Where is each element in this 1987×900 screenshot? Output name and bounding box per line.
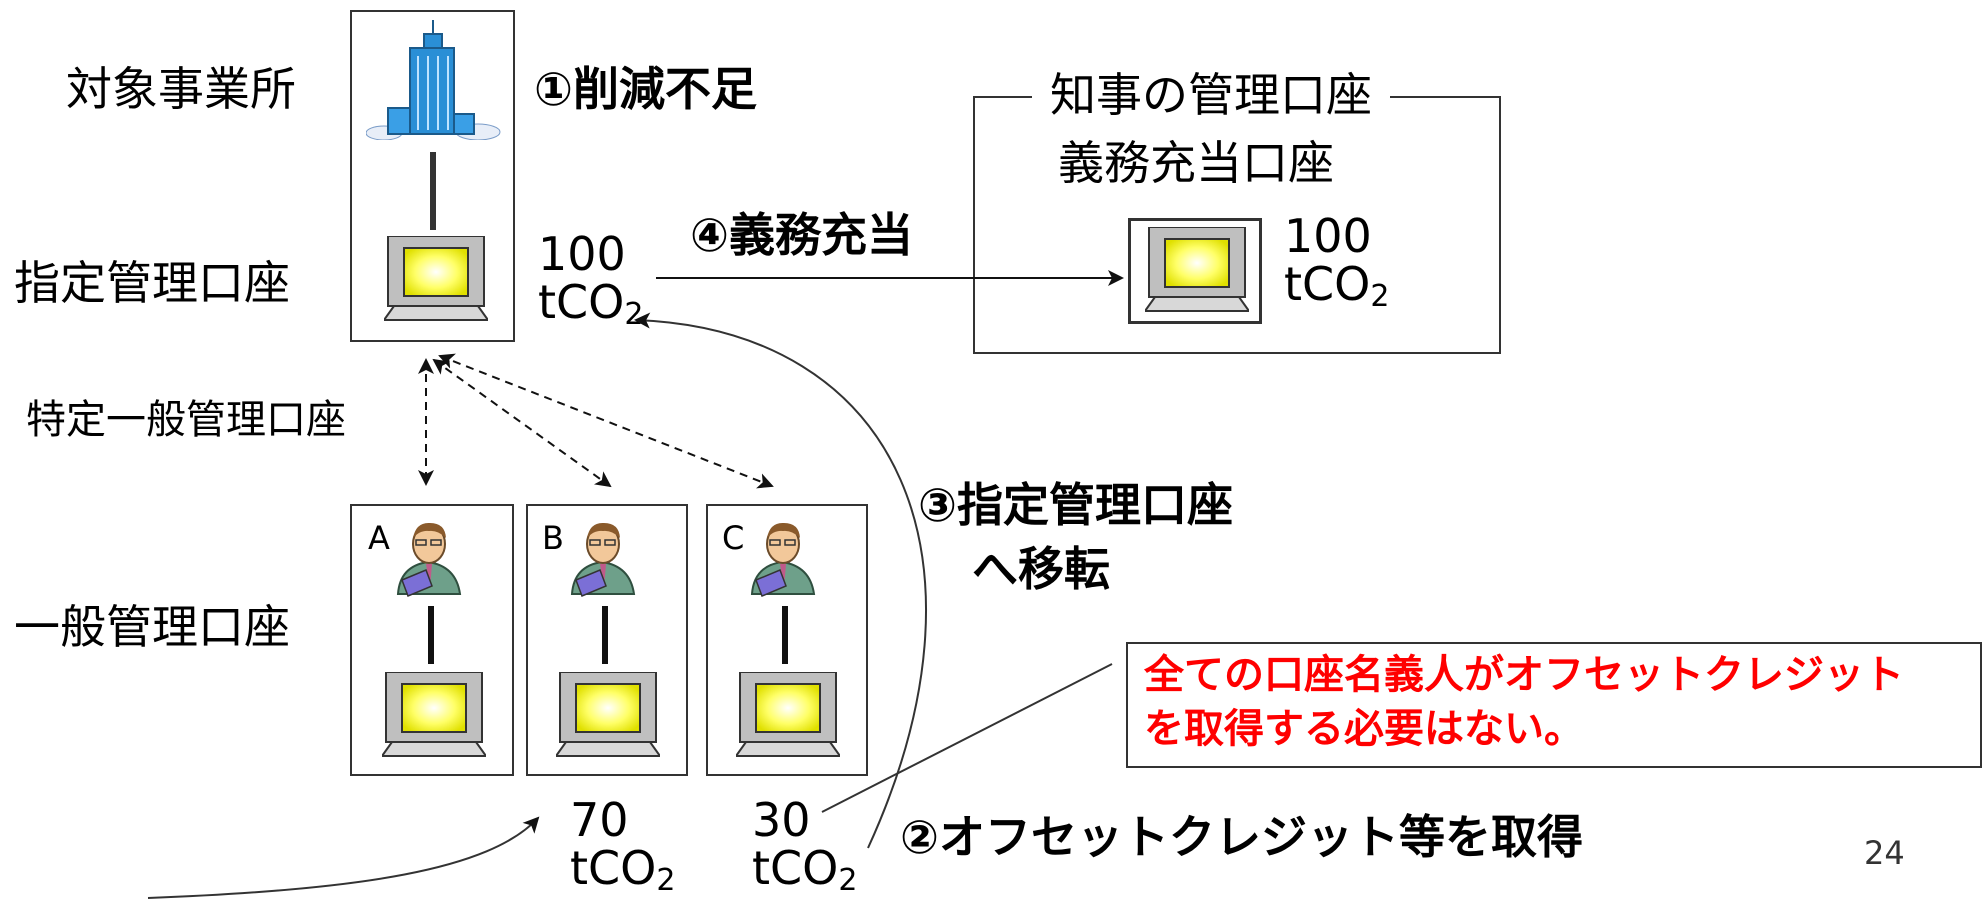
governor-amount: 100 tCO2 — [1284, 209, 1390, 315]
target-facility-label: 対象事業所 — [66, 62, 296, 116]
account-letter-b: B — [542, 519, 564, 557]
obligation-account-label: 義務充当口座 — [1058, 136, 1334, 190]
step2-label: ②オフセットクレジット等を取得 — [900, 810, 1583, 864]
acquire-arrow — [147, 816, 540, 899]
connector-line — [602, 606, 608, 664]
step4-label: ④義務充当 — [690, 208, 913, 262]
office-building-icon — [366, 20, 501, 140]
step3-label: ③指定管理口座 へ移転 — [918, 478, 1233, 596]
designated-account-label: 指定管理口座 — [14, 256, 290, 310]
governor-account-title: 知事の管理口座 — [1032, 72, 1390, 118]
general-account-box-b: B — [526, 504, 688, 776]
note-callout-line — [821, 663, 1113, 813]
page-number: 24 — [1864, 834, 1905, 872]
account-letter-c: C — [722, 519, 745, 557]
connector-line — [782, 606, 788, 664]
general-account-box-a: A — [350, 504, 514, 776]
step1-label: ①削減不足 — [534, 62, 757, 116]
specific-general-account-label: 特定一般管理口座 — [26, 397, 346, 443]
designated-account-box — [350, 10, 515, 342]
general-account-label: 一般管理口座 — [14, 600, 290, 654]
account-b-amount: 70 tCO2 — [570, 793, 676, 899]
connector-line — [430, 152, 436, 230]
governor-monitor-frame — [1128, 218, 1262, 324]
general-account-box-c: C — [706, 504, 868, 776]
account-c-amount: 30 tCO2 — [752, 793, 858, 899]
dashed-arrows — [418, 353, 774, 489]
connector-line — [428, 606, 434, 664]
transfer-arrow — [634, 312, 927, 849]
note-box: 全ての口座名義人がオフセットクレジット を取得する必要はない。 — [1126, 642, 1982, 768]
account-letter-a: A — [368, 519, 390, 557]
